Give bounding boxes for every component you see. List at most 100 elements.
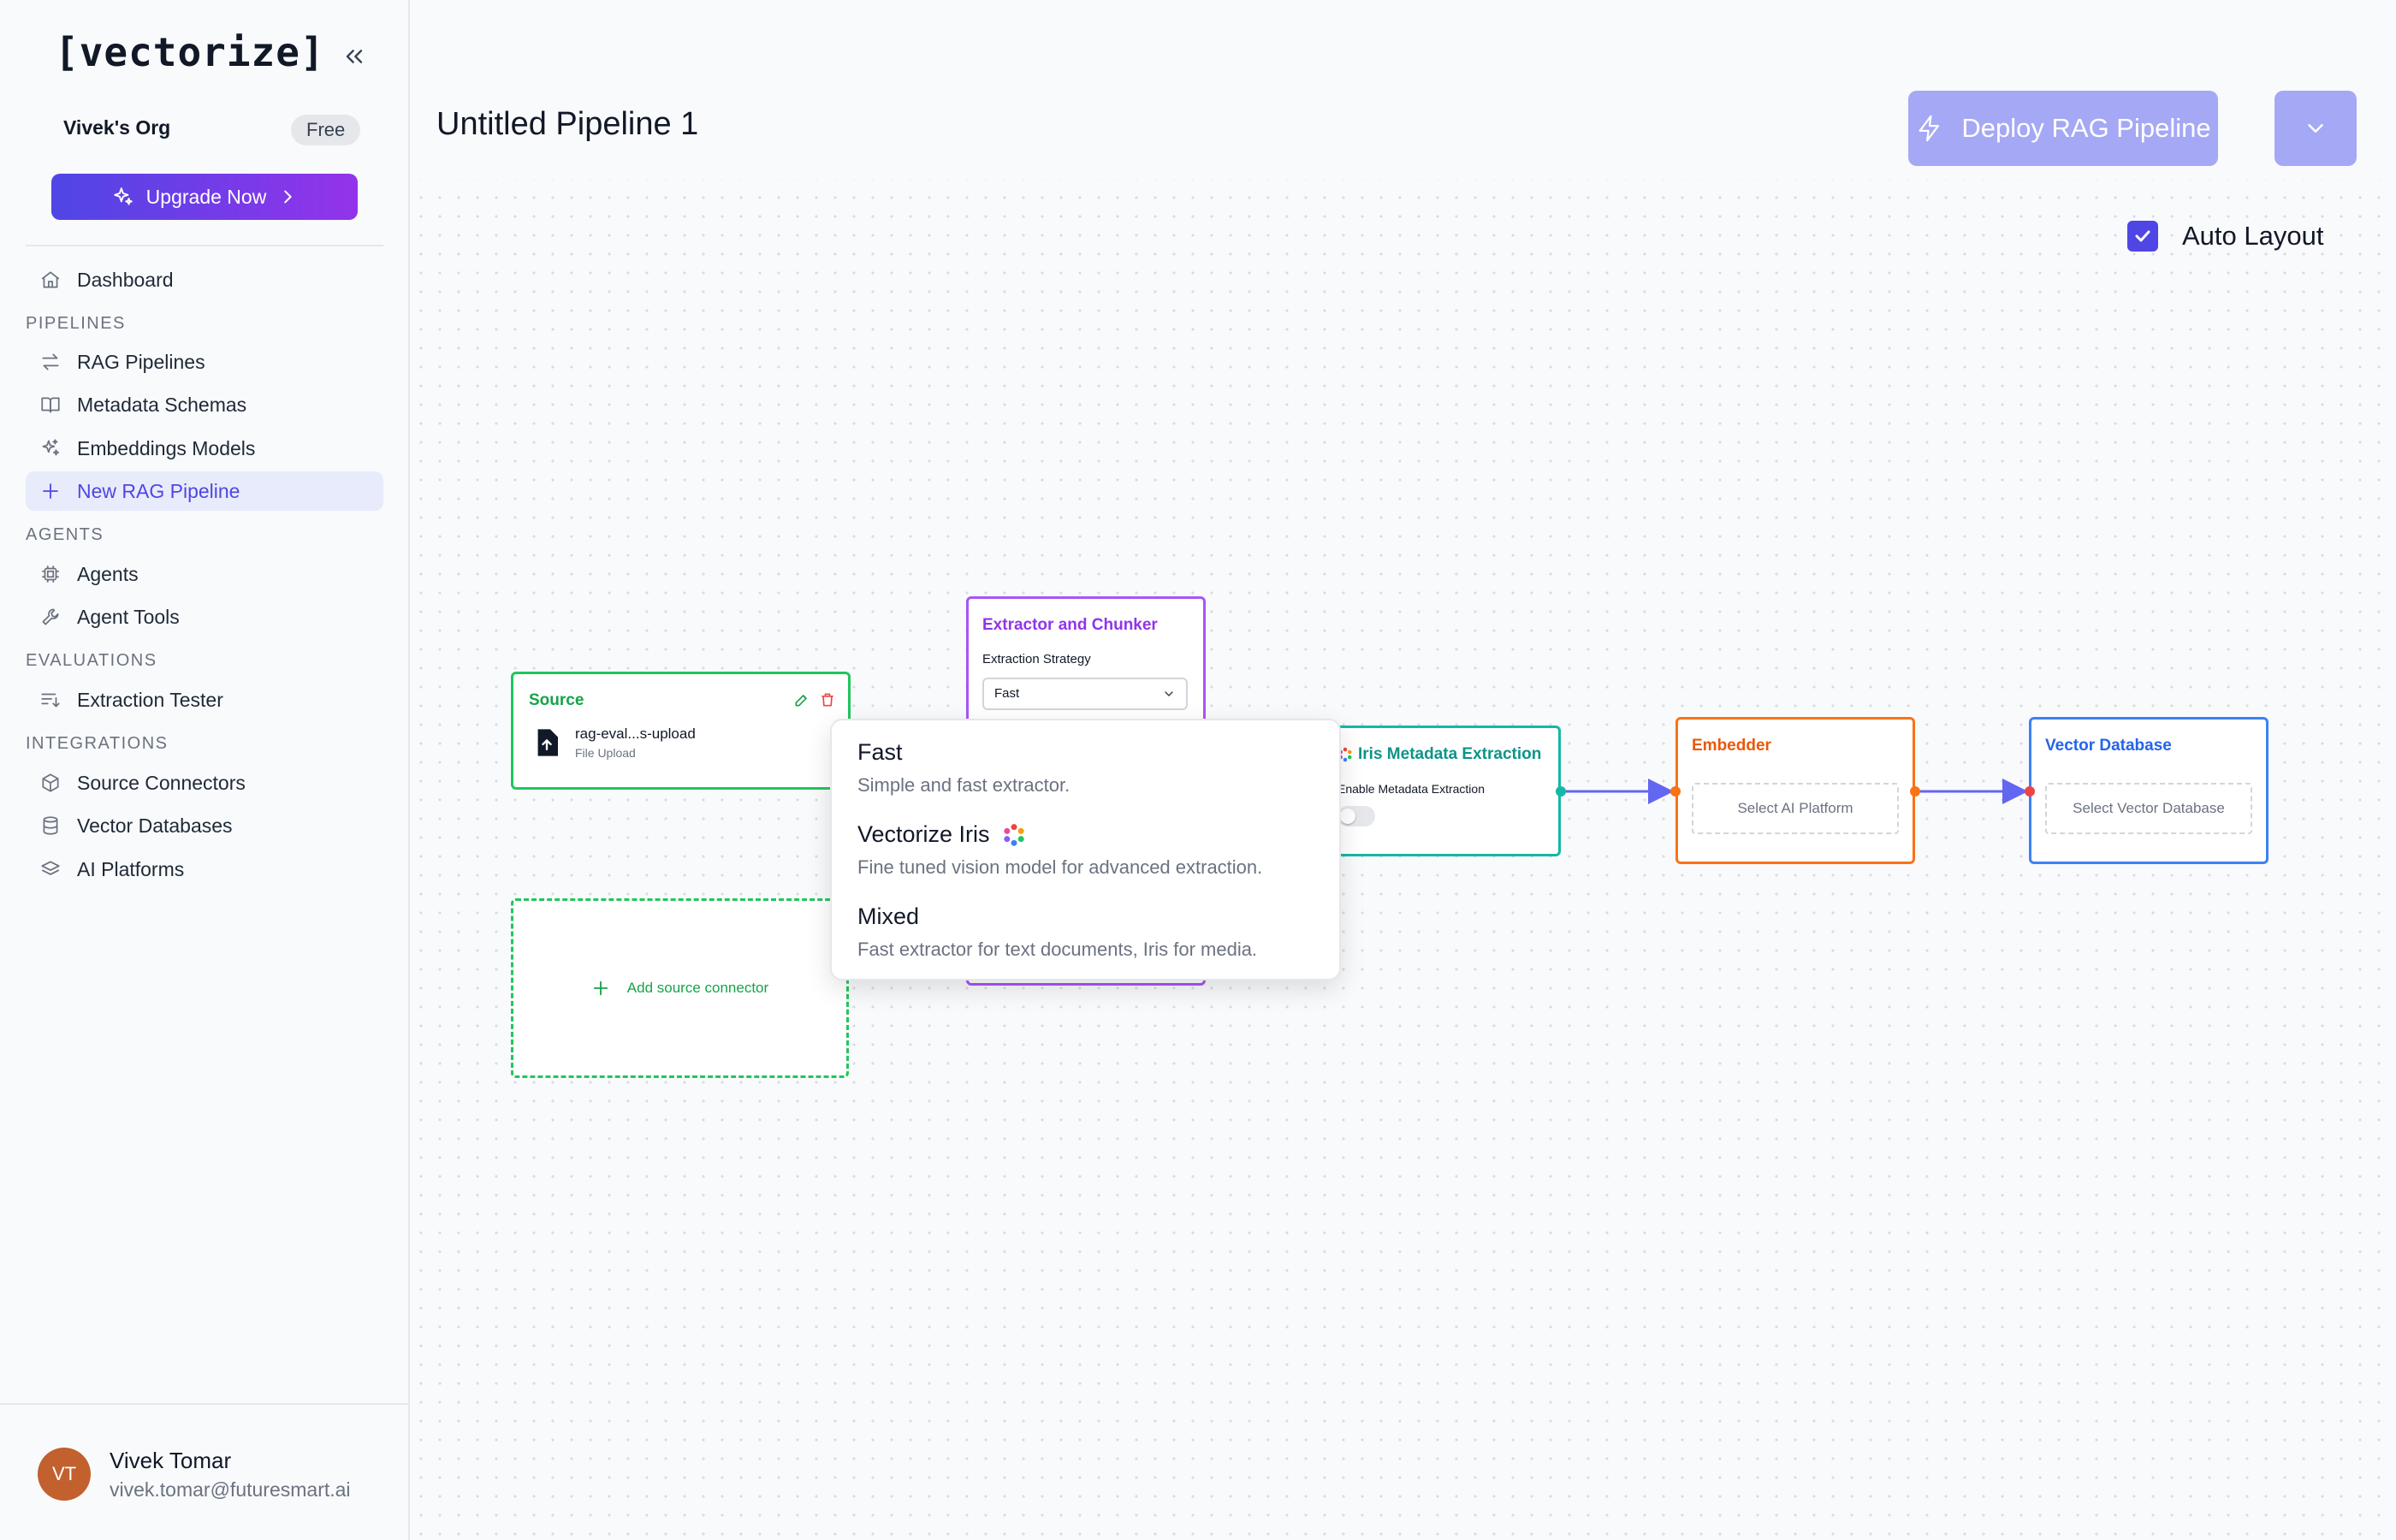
- file-upload-icon: [537, 729, 558, 756]
- deploy-label: Deploy RAG Pipeline: [1961, 113, 2211, 143]
- sidebar-item-label: AI Platforms: [77, 857, 185, 880]
- sidebar-item-dashboard[interactable]: Dashboard: [26, 260, 383, 299]
- section-evaluations: EVALUATIONS: [26, 651, 157, 670]
- extraction-strategy-dropdown: Fast Simple and fast extractor. Vectoriz…: [830, 719, 1341, 980]
- source-node[interactable]: Source rag-eval...s-upload File Upload: [511, 672, 851, 790]
- collapse-sidebar-button[interactable]: [335, 38, 373, 75]
- list-filter-icon: [38, 687, 63, 713]
- add-source-connector-button[interactable]: Add source connector: [511, 898, 849, 1078]
- plus-icon: [593, 980, 608, 996]
- sidebar-item-rag-pipelines[interactable]: RAG Pipelines: [26, 342, 383, 382]
- auto-layout-checkbox[interactable]: [2127, 221, 2158, 252]
- sidebar-divider: [26, 245, 383, 246]
- sidebar-item-embeddings-models[interactable]: Embeddings Models: [26, 429, 383, 468]
- sidebar-item-source-connectors[interactable]: Source Connectors: [26, 763, 383, 803]
- sidebar-item-label: Vector Databases: [77, 814, 233, 837]
- trash-icon[interactable]: [819, 691, 836, 708]
- chevrons-left-icon: [346, 50, 363, 63]
- sidebar-item-label: Agents: [77, 562, 139, 585]
- page-title[interactable]: Untitled Pipeline 1: [436, 106, 699, 142]
- vector-database-node[interactable]: Vector Database Select Vector Database: [2029, 717, 2268, 864]
- plan-badge: Free: [291, 115, 361, 145]
- iris-logo-icon: [1003, 823, 1024, 846]
- chevron-right-icon: [284, 190, 292, 204]
- sidebar-item-extraction-tester[interactable]: Extraction Tester: [26, 680, 383, 720]
- embedder-output-handle[interactable]: [1910, 786, 1920, 797]
- avatar: VT: [38, 1448, 91, 1501]
- extractor-node-title: Extractor and Chunker: [982, 616, 1158, 634]
- iris-metadata-node[interactable]: Iris Metadata Extraction Enable Metadata…: [1331, 726, 1561, 856]
- chevron-down-icon: [1165, 691, 1173, 697]
- lightning-icon: [1919, 115, 1940, 142]
- sidebar-item-vector-databases[interactable]: Vector Databases: [26, 806, 383, 845]
- add-source-label: Add source connector: [626, 980, 769, 996]
- chevron-down-icon: [2308, 124, 2323, 133]
- check-icon: [2135, 230, 2150, 242]
- option-title: Vectorize Iris: [857, 821, 990, 847]
- sidebar-item-ai-platforms[interactable]: AI Platforms: [26, 850, 383, 889]
- app-logo[interactable]: [vectorize]: [55, 29, 325, 75]
- user-profile[interactable]: VT Vivek Tomar vivek.tomar@futuresmart.a…: [0, 1403, 410, 1540]
- sidebar-item-label: Agent Tools: [77, 605, 180, 628]
- embedder-node[interactable]: Embedder Select AI Platform: [1675, 717, 1915, 864]
- source-file-type: File Upload: [575, 746, 636, 760]
- strategy-option-vectorize-iris[interactable]: Vectorize Iris Fine tuned vision model f…: [857, 821, 1262, 879]
- sidebar-item-label: Dashboard: [77, 268, 174, 291]
- option-desc: Fine tuned vision model for advanced ext…: [857, 856, 1263, 878]
- user-email: vivek.tomar@futuresmart.ai: [110, 1478, 351, 1501]
- book-open-icon: [38, 392, 63, 418]
- extraction-strategy-value: Fast: [994, 686, 1020, 701]
- auto-layout-control: Auto Layout: [2127, 221, 2323, 252]
- iris-node-title: Iris Metadata Extraction: [1337, 745, 1541, 764]
- vector-db-input-handle[interactable]: [2025, 786, 2035, 797]
- upgrade-label: Upgrade Now: [145, 185, 267, 208]
- layers-icon: [38, 856, 63, 882]
- extraction-strategy-select[interactable]: Fast: [982, 678, 1188, 710]
- arrows-exchange-icon: [38, 349, 63, 375]
- section-pipelines: PIPELINES: [26, 314, 126, 333]
- sidebar-item-agents[interactable]: Agents: [26, 554, 383, 594]
- iris-output-handle[interactable]: [1556, 786, 1566, 797]
- source-node-actions: [793, 691, 836, 708]
- edit-icon[interactable]: [793, 691, 810, 708]
- sidebar: [vectorize] Vivek's Org Free Upgrade Now…: [0, 0, 410, 1540]
- sidebar-item-metadata-schemas[interactable]: Metadata Schemas: [26, 385, 383, 424]
- sparkles-icon: [113, 187, 133, 205]
- sidebar-item-label: Source Connectors: [77, 771, 246, 794]
- sidebar-item-label: RAG Pipelines: [77, 350, 205, 373]
- database-icon: [38, 813, 63, 838]
- embedder-node-title: Embedder: [1692, 737, 1771, 755]
- enable-metadata-toggle[interactable]: [1337, 806, 1375, 826]
- extraction-strategy-label: Extraction Strategy: [982, 652, 1091, 666]
- option-desc: Fast extractor for text documents, Iris …: [857, 939, 1258, 960]
- select-ai-platform-button[interactable]: Select AI Platform: [1692, 783, 1899, 834]
- strategy-option-mixed[interactable]: Mixed Fast extractor for text documents,…: [857, 903, 1257, 961]
- wrench-icon: [38, 604, 63, 630]
- deploy-options-button[interactable]: [2274, 91, 2357, 166]
- section-agents: AGENTS: [26, 525, 104, 544]
- deploy-rag-pipeline-button[interactable]: Deploy RAG Pipeline: [1908, 91, 2218, 166]
- iris-title-text: Iris Metadata Extraction: [1358, 745, 1542, 763]
- embedder-input-handle[interactable]: [1670, 786, 1681, 797]
- enable-metadata-label: Enable Metadata Extraction: [1337, 782, 1485, 796]
- option-title-row: Vectorize Iris: [857, 821, 1262, 848]
- home-icon: [38, 267, 63, 293]
- sidebar-item-label: Extraction Tester: [77, 688, 223, 711]
- select-vector-database-button[interactable]: Select Vector Database: [2045, 783, 2252, 834]
- sidebar-item-new-rag-pipeline[interactable]: New RAG Pipeline: [26, 471, 383, 511]
- plus-icon: [38, 478, 63, 504]
- sidebar-item-label: Metadata Schemas: [77, 393, 247, 416]
- option-title: Mixed: [857, 903, 920, 929]
- sparkles-icon: [38, 435, 63, 461]
- org-name[interactable]: Vivek's Org: [63, 116, 171, 139]
- user-name: Vivek Tomar: [110, 1448, 232, 1473]
- sidebar-item-agent-tools[interactable]: Agent Tools: [26, 597, 383, 637]
- sidebar-item-label: New RAG Pipeline: [77, 479, 240, 502]
- option-title: Fast: [857, 739, 903, 765]
- auto-layout-label: Auto Layout: [2182, 221, 2324, 251]
- strategy-option-fast[interactable]: Fast Simple and fast extractor.: [857, 739, 1070, 797]
- source-node-title: Source: [529, 691, 584, 709]
- upgrade-now-button[interactable]: Upgrade Now: [51, 174, 358, 220]
- section-integrations: INTEGRATIONS: [26, 734, 169, 753]
